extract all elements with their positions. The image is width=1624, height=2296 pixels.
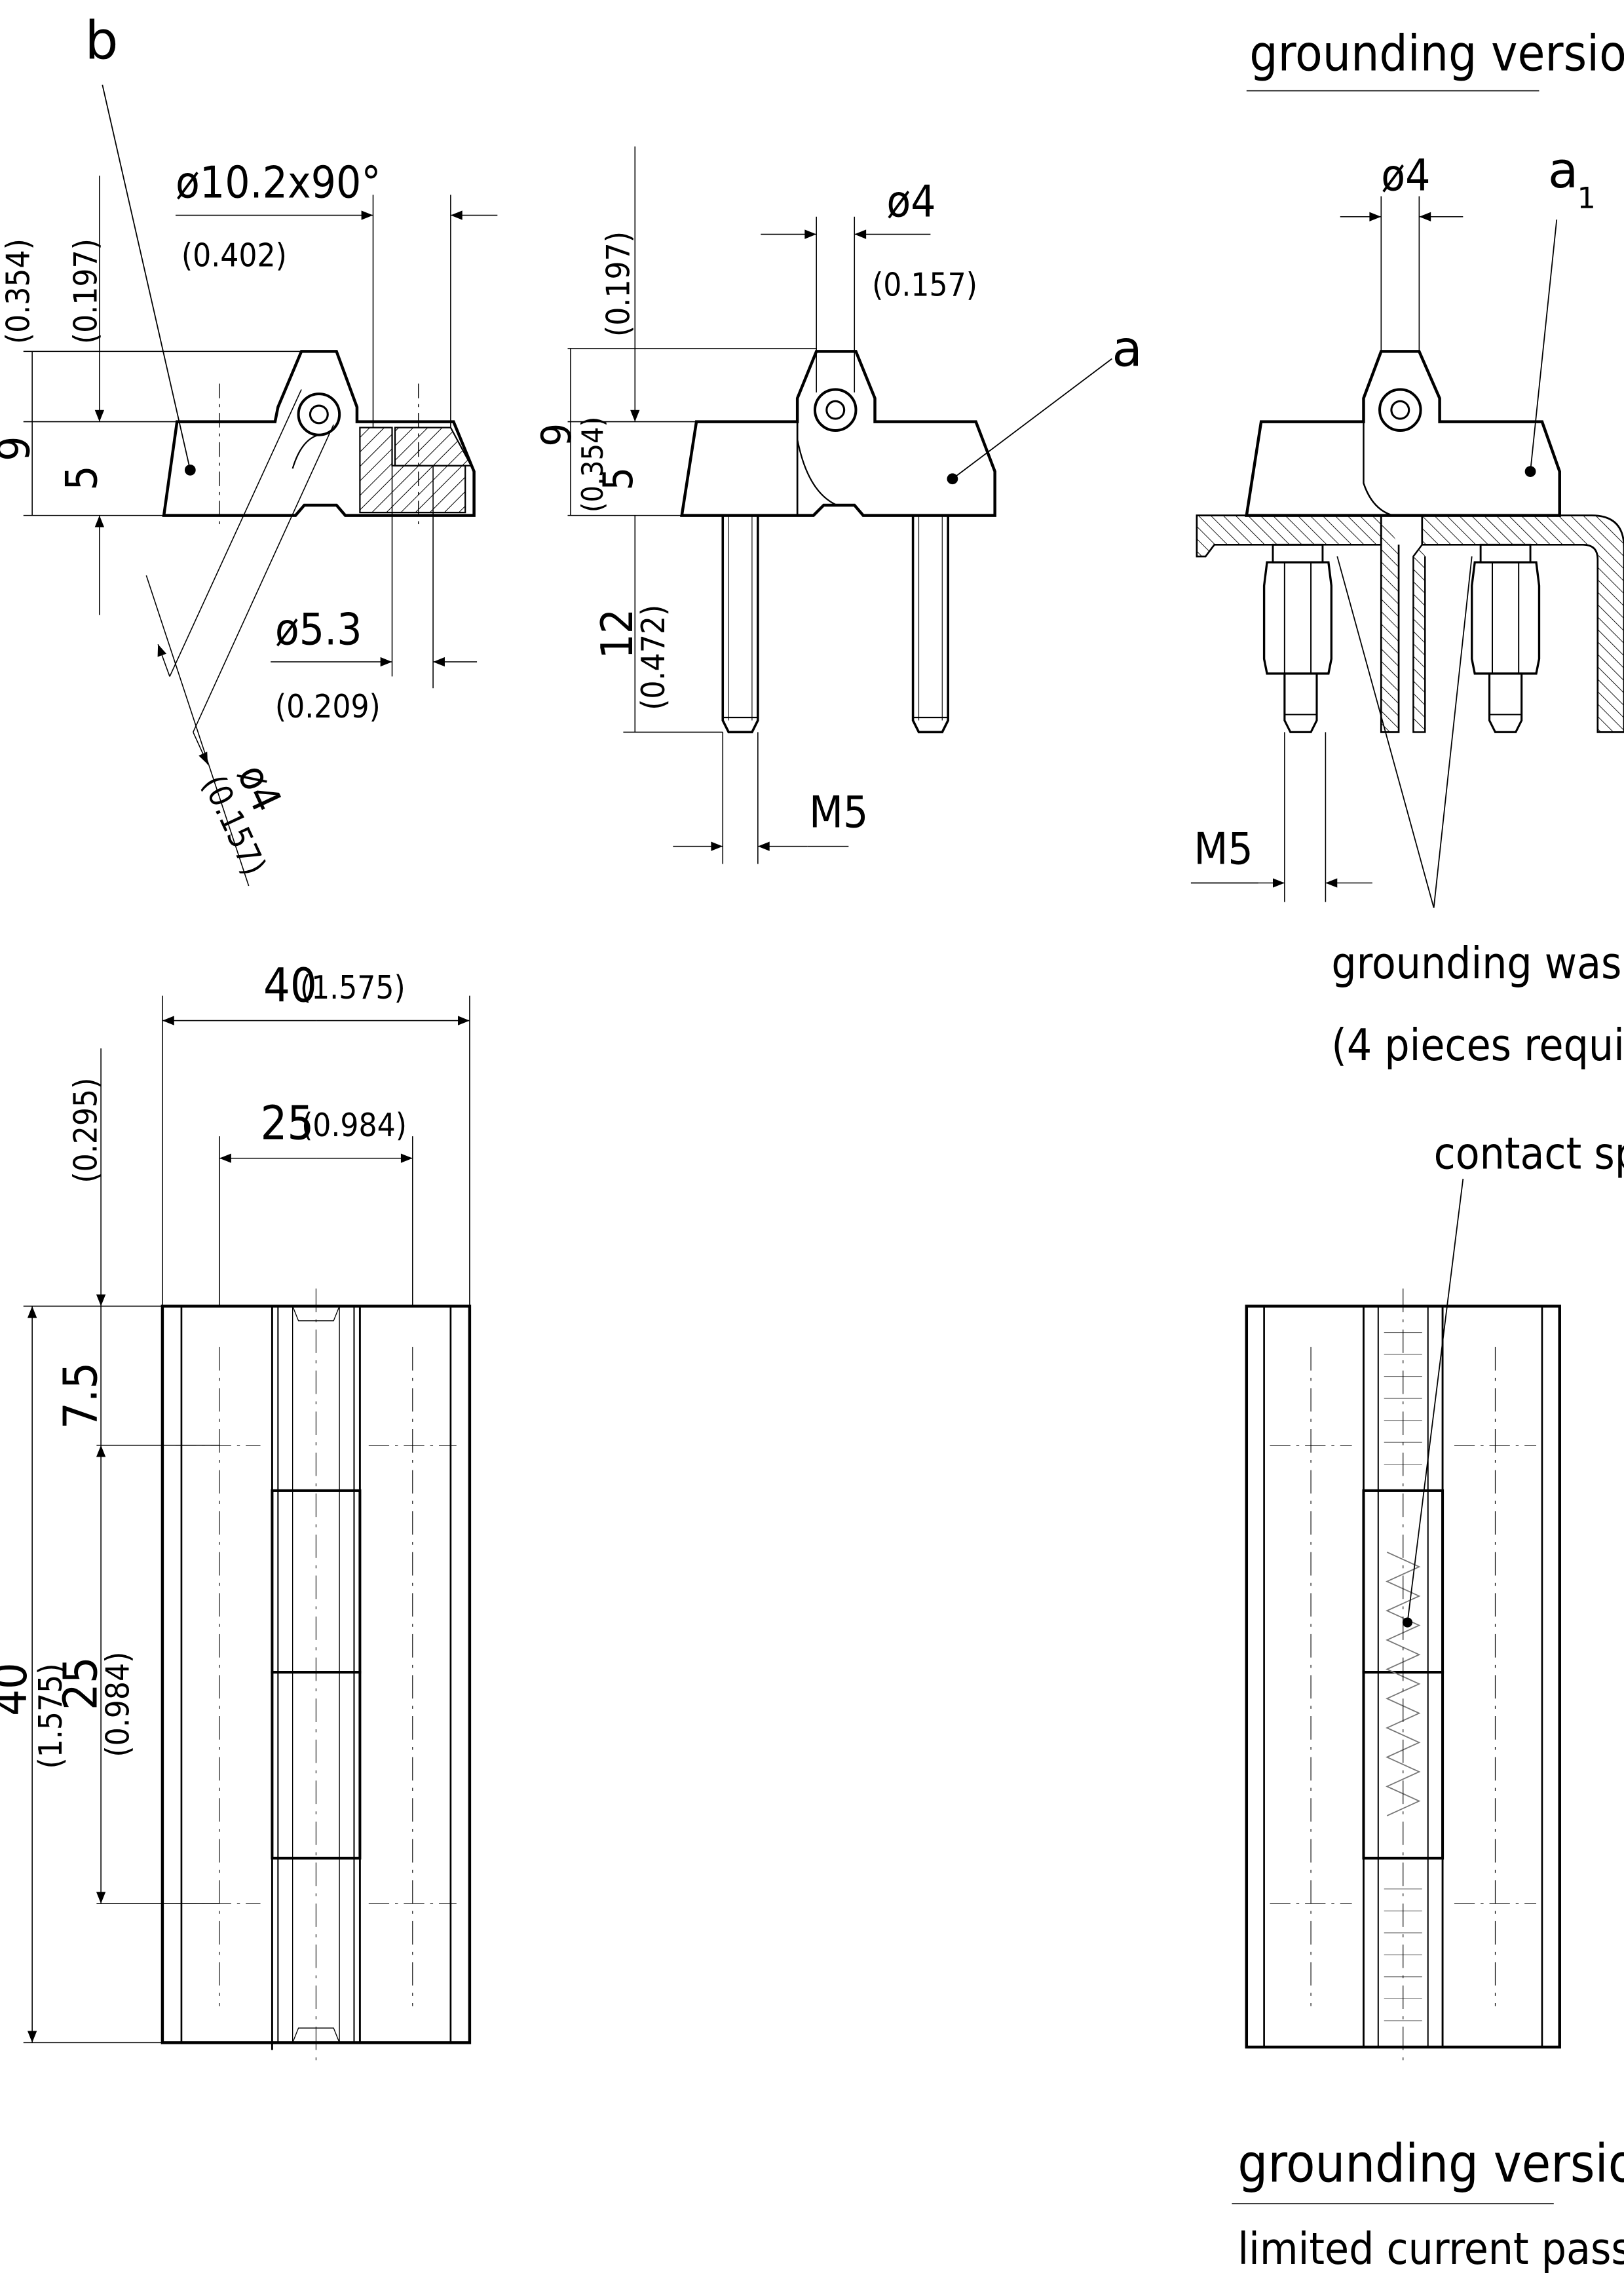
dim-height-9: 9 <box>0 436 40 461</box>
dim-height-40: 40 <box>0 1662 37 1716</box>
dim-offset-inch: (0.295) <box>66 1078 104 1183</box>
callout-a1: a <box>1548 142 1579 199</box>
dim-offset-7-5: 7.5 <box>53 1362 107 1429</box>
dim-height-9-2: 9 <box>533 423 580 447</box>
dim-hole: ø5.3 <box>275 603 362 655</box>
dim-total-height-inch: (0.354) <box>0 239 37 344</box>
dim-spacing-25-inch: (0.984) <box>99 1652 137 1757</box>
dim-holes-25-inch: (0.984) <box>301 1106 407 1144</box>
dim-height-9-2-inch: (0.354) <box>576 417 610 512</box>
dim-spacing-25: 25 <box>53 1656 107 1710</box>
front-view-labels: 40 (1.575) 25 (0.984) (0.295) 7.5 40 (1.… <box>0 959 407 1769</box>
dim-stud-length: 12 <box>592 609 643 659</box>
side-section-view <box>23 85 498 887</box>
grounding-side-view <box>1190 90 1624 908</box>
grounding-side-labels: grounding version ø4 a 1 M5 grounding wa… <box>1194 24 1624 1071</box>
dim-top-height-inch: (0.197) <box>66 239 104 344</box>
callout-a1-subscript: 1 <box>1577 181 1596 215</box>
dim-pin-3: ø4 <box>1381 149 1430 201</box>
dim-top-height-2-inch: (0.197) <box>599 231 637 337</box>
dim-height-5-2: 5 <box>594 467 642 491</box>
dim-height-5: 5 <box>56 465 107 490</box>
side-stud-view <box>567 146 1112 864</box>
dim-countersink: ø10.2x90° <box>176 157 381 208</box>
pieces-required-label: (4 pieces required) <box>1331 1020 1624 1071</box>
dim-height-40-inch: (1.575) <box>31 1663 69 1769</box>
grounding-washer-label: grounding washer <box>1331 938 1624 989</box>
callout-b: b <box>85 9 119 71</box>
dim-thread: M5 <box>809 787 868 838</box>
grounding-front-labels: contact spring grounding version limited… <box>1237 1128 1624 2274</box>
contact-spring-label: contact spring <box>1434 1128 1624 1179</box>
dim-pin-2: ø4 <box>886 176 935 227</box>
dim-width-40-inch: (1.575) <box>300 968 406 1006</box>
grounding-version-bottom-title: grounding version <box>1237 2133 1624 2194</box>
side-stud-labels: ø4 (0.157) a (0.197) 9 (0.354) 5 12 (0.4… <box>533 176 1142 838</box>
dim-hole-inch: (0.209) <box>275 687 381 725</box>
front-view <box>23 995 472 2065</box>
grounding-front-view <box>1232 1178 1561 2204</box>
dim-pin-2-inch: (0.157) <box>872 265 977 303</box>
dim-holes-25: 25 <box>261 1096 314 1151</box>
dim-countersink-inch: (0.402) <box>181 237 287 275</box>
dim-width-40: 40 <box>263 959 317 1013</box>
dim-thread-3: M5 <box>1194 823 1253 874</box>
limited-current-label: limited current passage <box>1237 2223 1624 2274</box>
dim-stud-length-inch: (0.472) <box>634 605 672 710</box>
callout-a: a <box>1112 320 1142 378</box>
grounding-version-title: grounding version <box>1249 24 1624 82</box>
